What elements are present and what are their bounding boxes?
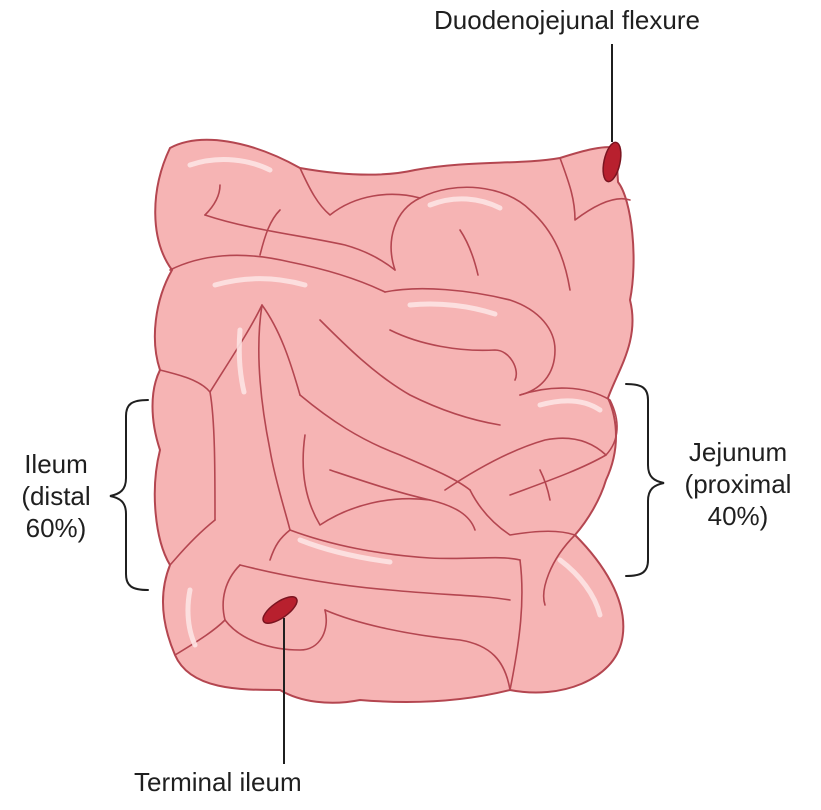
duodenojejunal-flexure-label: Duodenojejunal flexure [434, 4, 700, 36]
ileum-label-line-2: (distal [10, 480, 102, 512]
ileum-label-line-1: Ileum [10, 448, 102, 480]
ileum-label: Ileum (distal 60%) [10, 448, 102, 544]
jejunum-label-line-2: (proximal [668, 468, 808, 500]
jejunum-label-line-3: 40%) [668, 500, 808, 532]
jejunum-brace-icon [626, 384, 664, 576]
ileum-label-line-3: 60%) [10, 512, 102, 544]
terminal-ileum-label: Terminal ileum [134, 766, 302, 798]
jejunum-label-line-1: Jejunum [668, 436, 808, 468]
ileum-brace-icon [110, 400, 148, 590]
jejunum-label: Jejunum (proximal 40%) [668, 436, 808, 532]
